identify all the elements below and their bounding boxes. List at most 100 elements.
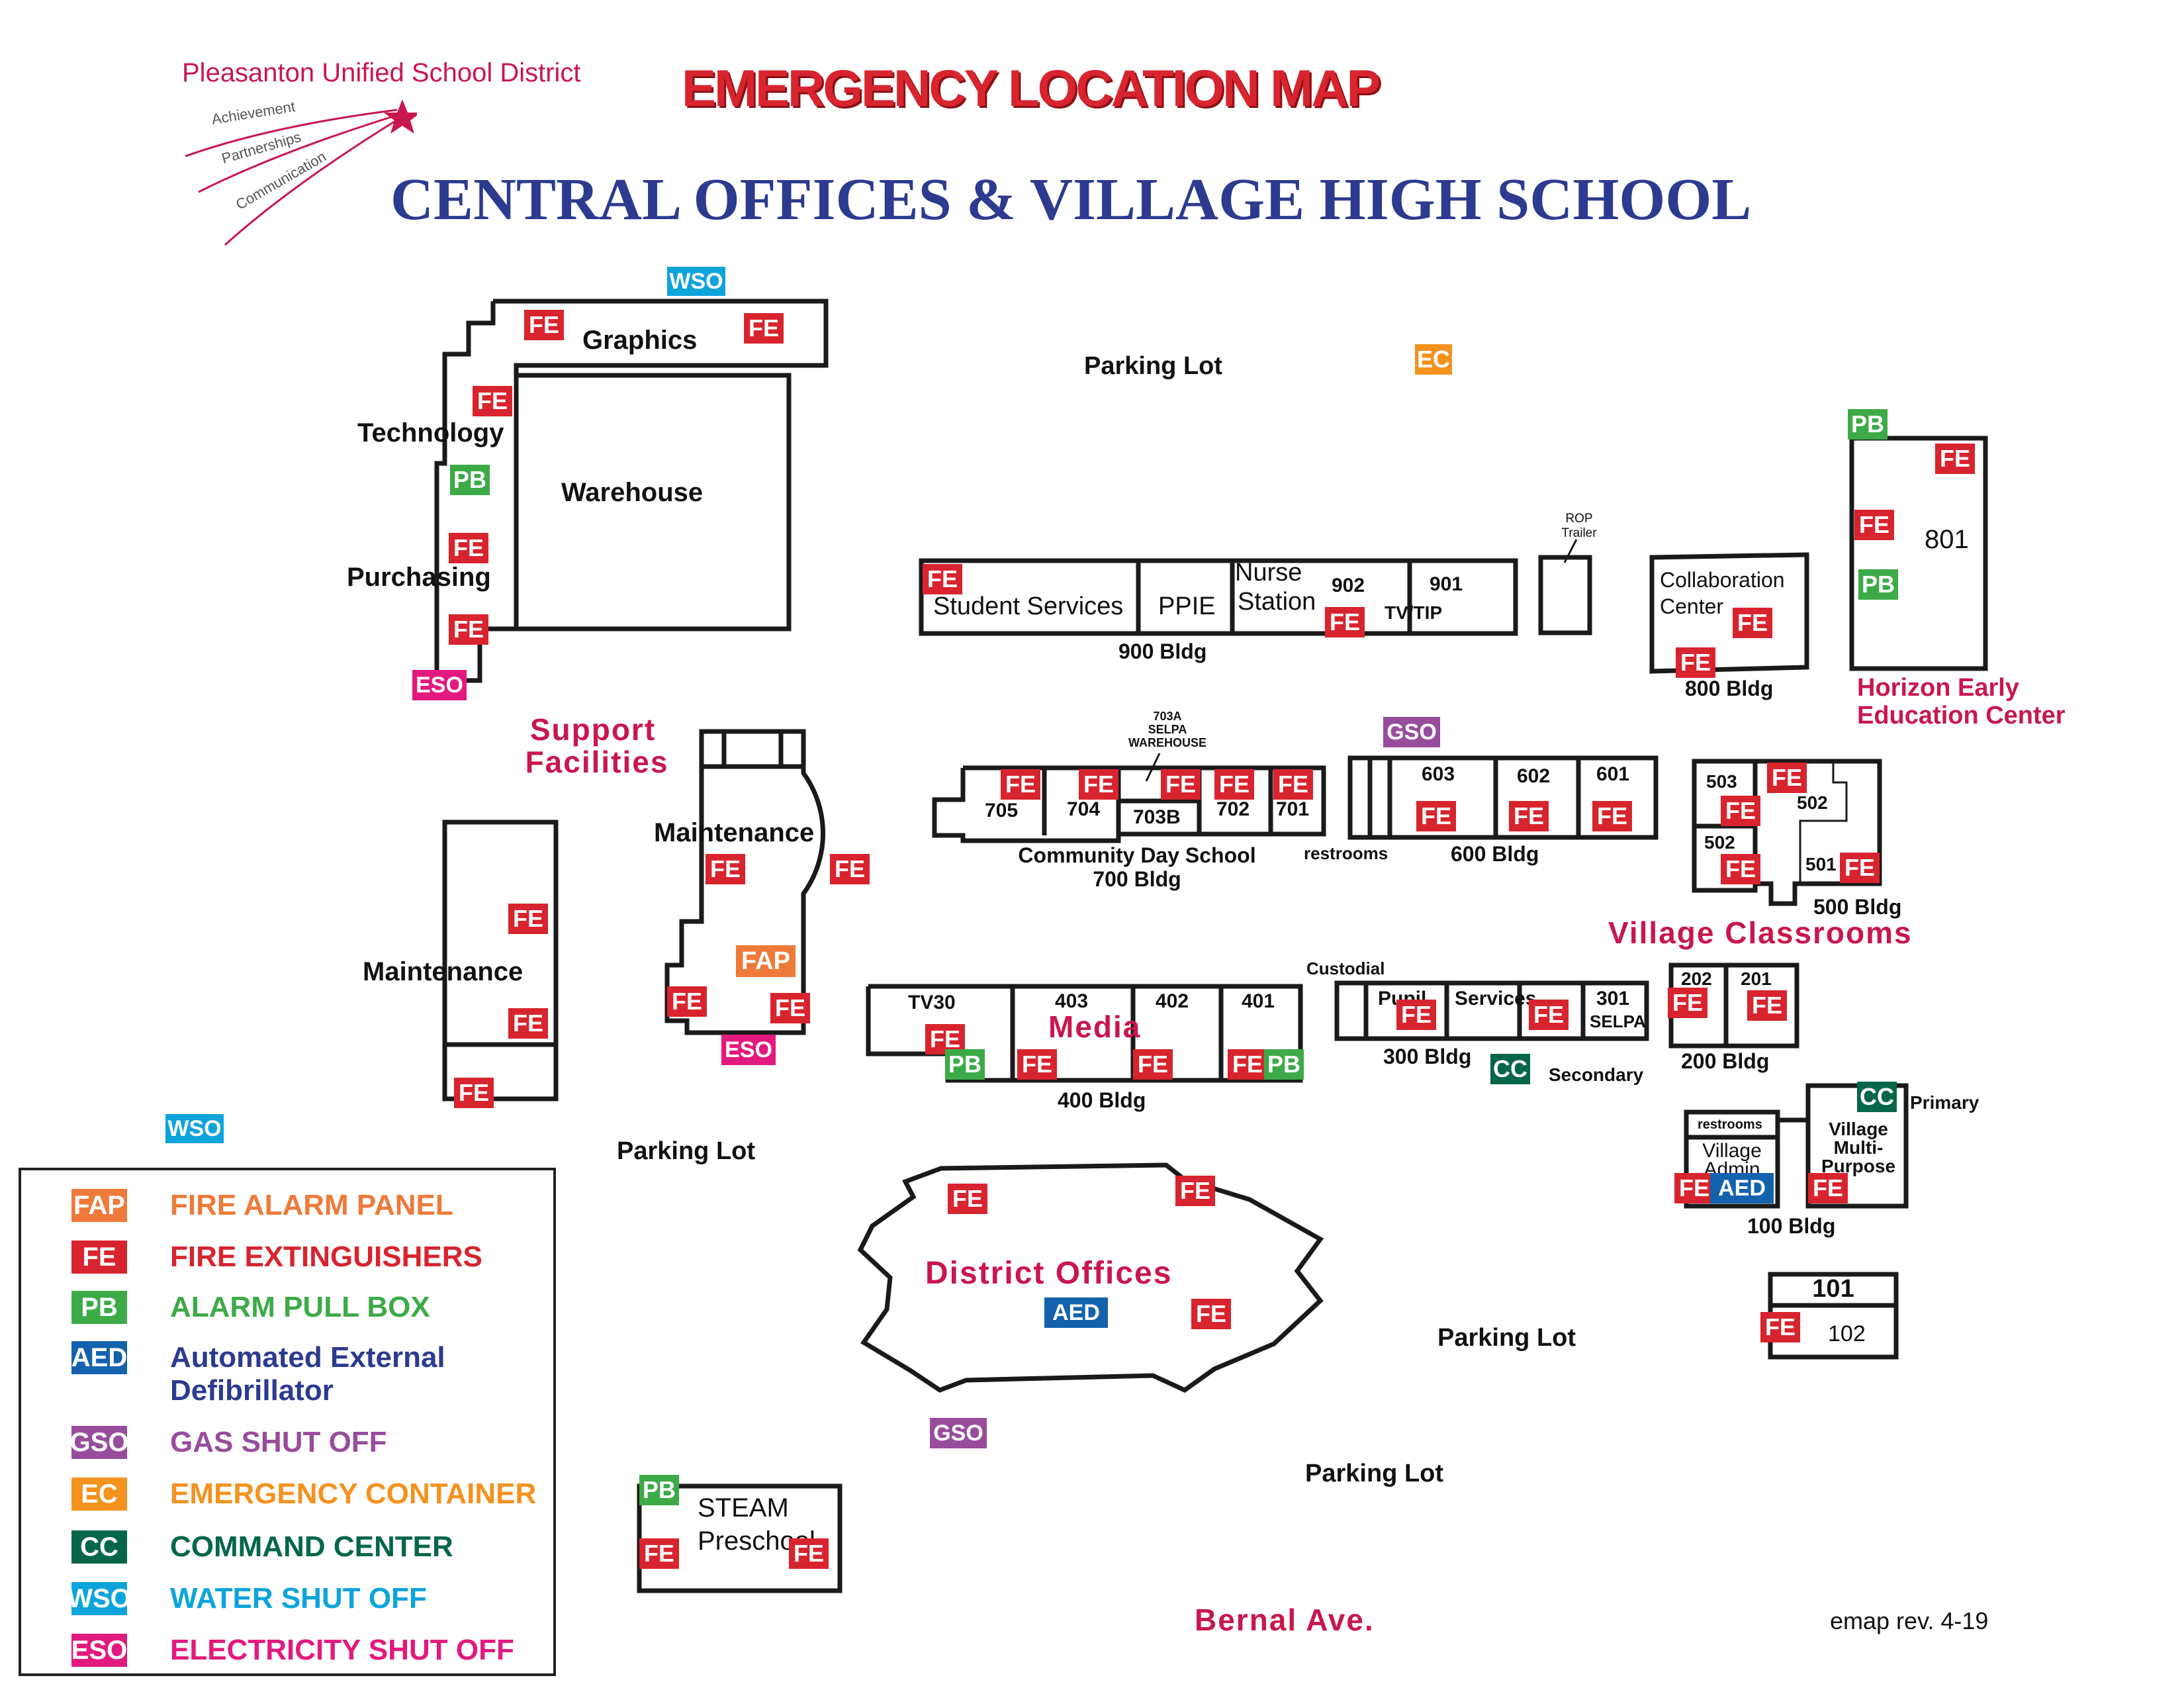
room-602: 602 (1517, 765, 1551, 787)
room-703b: 703B (1133, 806, 1181, 828)
maintenance-left-label: Maintenance (363, 957, 523, 986)
legend-label: WATER SHUT OFF (170, 1582, 427, 1615)
legend-label: COMMAND CENTER (170, 1530, 453, 1563)
rop-label-1: ROP (1565, 512, 1593, 526)
marker-pb-icon: PB (639, 1475, 679, 1505)
marker-pb-icon: PB (1264, 1049, 1304, 1080)
legend-wso-icon: WSO (68, 1582, 131, 1615)
marker-fe-icon: FE (1079, 769, 1118, 800)
marker-fe-icon: FE (1416, 801, 1456, 831)
marker-fe-icon: FE (449, 614, 488, 645)
marker-fe-icon: FE (1161, 769, 1201, 800)
legend-label: FIRE EXTINGUISHERS (170, 1241, 482, 1273)
room-704: 704 (1067, 798, 1101, 820)
bldg-200-label: 200 Bldg (1681, 1049, 1770, 1073)
marker-cc-icon: CC (1490, 1054, 1530, 1084)
marker-fe-icon: FE (1509, 801, 1549, 831)
center-label: Center (1660, 594, 1724, 618)
support-facilities-line1: Support (529, 712, 657, 747)
marker-fap-icon: FAP (736, 945, 796, 977)
room-401: 401 (1242, 990, 1275, 1012)
marker-fe-icon: FE (1529, 1000, 1569, 1030)
bldg-100-admin-outline (1684, 1109, 1780, 1209)
selpa-warehouse-1: 703A (1153, 710, 1182, 723)
room-705: 705 (985, 800, 1019, 821)
restrooms-100: restrooms (1698, 1117, 1762, 1132)
room-603: 603 (1422, 763, 1455, 785)
room-201: 201 (1741, 968, 1772, 989)
marker-fe-icon: FE (925, 1024, 965, 1055)
marker-fe-icon: FE (830, 854, 870, 884)
marker-wso-icon: WSO (165, 1114, 224, 1143)
marker-fe-icon: FE (1214, 769, 1254, 800)
village-classrooms: Village Classrooms (1608, 915, 1913, 950)
bldg-600-label: 600 Bldg (1451, 842, 1539, 866)
marker-gso-icon: GSO (1383, 717, 1440, 747)
marker-fe-icon: FE (473, 386, 512, 416)
marker-fe-icon: FE (789, 1538, 829, 1569)
room-902: 902 (1332, 575, 1365, 596)
marker-wso-icon: WSO (667, 267, 725, 296)
maintenance-center-outline (664, 729, 825, 1035)
street-name: Bernal Ave. (1195, 1603, 1375, 1637)
parking-lot-bottom: Parking Lot (1305, 1460, 1444, 1487)
rop-trailer-outline (1538, 555, 1592, 635)
legend-label-line2: Defibrillator (170, 1374, 334, 1407)
legend-item-cc: CC COMMAND CENTER (21, 1526, 551, 1566)
marker-fe-icon: FE (1767, 763, 1807, 793)
legend-fe-icon: FE (71, 1241, 127, 1274)
map-title: EMERGENCY LOCATION MAP (682, 59, 1381, 117)
marker-fe-icon: FE (1721, 854, 1760, 884)
marker-fe-icon: FE (1228, 1049, 1267, 1080)
bldg-400-outline (866, 984, 1303, 1083)
primary-label: Primary (1910, 1092, 1979, 1113)
room-502-right: 502 (1797, 792, 1828, 813)
marker-fe-icon: FE (1175, 1176, 1215, 1206)
marker-eso-icon: ESO (412, 670, 467, 700)
room-402: 402 (1156, 990, 1189, 1012)
custodial-label: Custodial (1306, 959, 1385, 978)
rop-trailer-pointer (1563, 539, 1578, 563)
graphics-label: Graphics (582, 326, 698, 355)
room-701: 701 (1276, 798, 1310, 820)
support-facilities-line2: Facilities (525, 745, 669, 779)
bldg-800-label: 800 Bldg (1685, 677, 1774, 700)
bldg-800-outline (1649, 552, 1809, 674)
marker-fe-icon: FE (1808, 1173, 1848, 1203)
technology-label: Technology (357, 418, 504, 447)
horizon-label-2: Education Center (1857, 702, 2066, 729)
marker-fe-icon: FE (705, 854, 745, 884)
room-801: 801 (1925, 525, 1969, 554)
legend-aed-icon: AED (71, 1341, 127, 1374)
legend-label: FIRE ALARM PANEL (170, 1189, 453, 1221)
village-mp-3: Purpose (1821, 1156, 1896, 1176)
nurse-label: Nurse (1235, 559, 1302, 586)
parking-lot-left: Parking Lot (617, 1137, 756, 1165)
bldg-600-outline (1347, 755, 1659, 840)
tv-tip-label: TV/TIP (1385, 602, 1443, 623)
marker-fe-icon: FE (508, 904, 548, 934)
legend-ec-icon: EC (71, 1477, 127, 1511)
legend-label: ELECTRICITY SHUT OFF (170, 1634, 514, 1666)
marker-fe-icon: FE (1733, 608, 1772, 638)
marker-aed-icon: AED (1044, 1297, 1108, 1328)
marker-fe-icon: FE (744, 313, 784, 344)
bldg-500-label: 500 Bldg (1813, 895, 1902, 919)
marker-fe-icon: FE (1721, 796, 1760, 826)
star-icon (384, 99, 417, 134)
bldg-900-label: 900 Bldg (1118, 639, 1207, 663)
purchasing-label: Purchasing (347, 563, 491, 592)
marker-fe-icon: FE (1668, 988, 1707, 1018)
room-202: 202 (1681, 968, 1712, 989)
bldg-100-label: 100 Bldg (1747, 1214, 1836, 1238)
marker-fe-icon: FE (508, 1008, 548, 1039)
room-501: 501 (1805, 854, 1837, 874)
legend-label: GAS SHUT OFF (170, 1426, 387, 1458)
rop-label-2: Trailer (1561, 526, 1597, 540)
legend-cc-icon: CC (71, 1530, 127, 1564)
collaboration-label: Collaboration (1660, 568, 1785, 592)
legend-eso-icon: ESO (71, 1634, 127, 1667)
